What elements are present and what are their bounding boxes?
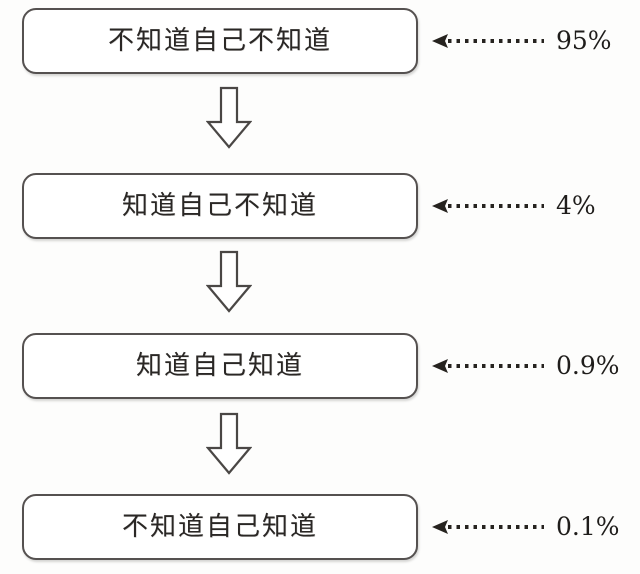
callout-arrow-stage-3 — [432, 357, 550, 375]
down-arrow-icon — [205, 86, 253, 150]
flow-node-stage-2: 知道自己不知道 — [22, 173, 418, 239]
flow-node-stage-4: 不知道自己知道 — [22, 494, 418, 560]
flow-node-label: 知道自己知道 — [135, 351, 304, 381]
percent-label-stage-1: 95% — [556, 26, 612, 55]
percent-label-stage-3: 0.9% — [556, 351, 620, 380]
flow-node-stage-1: 不知道自己不知道 — [22, 8, 418, 74]
flow-node-label: 知道自己不知道 — [121, 191, 318, 221]
down-arrow-icon — [205, 412, 253, 476]
flow-node-label: 不知道自己知道 — [121, 512, 318, 542]
percent-label-stage-4: 0.1% — [556, 512, 620, 541]
down-arrow-icon — [205, 250, 253, 314]
flow-node-stage-3: 知道自己知道 — [22, 333, 418, 399]
callout-arrow-stage-4 — [432, 518, 550, 536]
callout-arrow-stage-1 — [432, 32, 550, 50]
callout-arrow-stage-2 — [432, 197, 550, 215]
percent-label-stage-2: 4% — [556, 191, 596, 220]
flow-node-label: 不知道自己不知道 — [107, 26, 332, 56]
